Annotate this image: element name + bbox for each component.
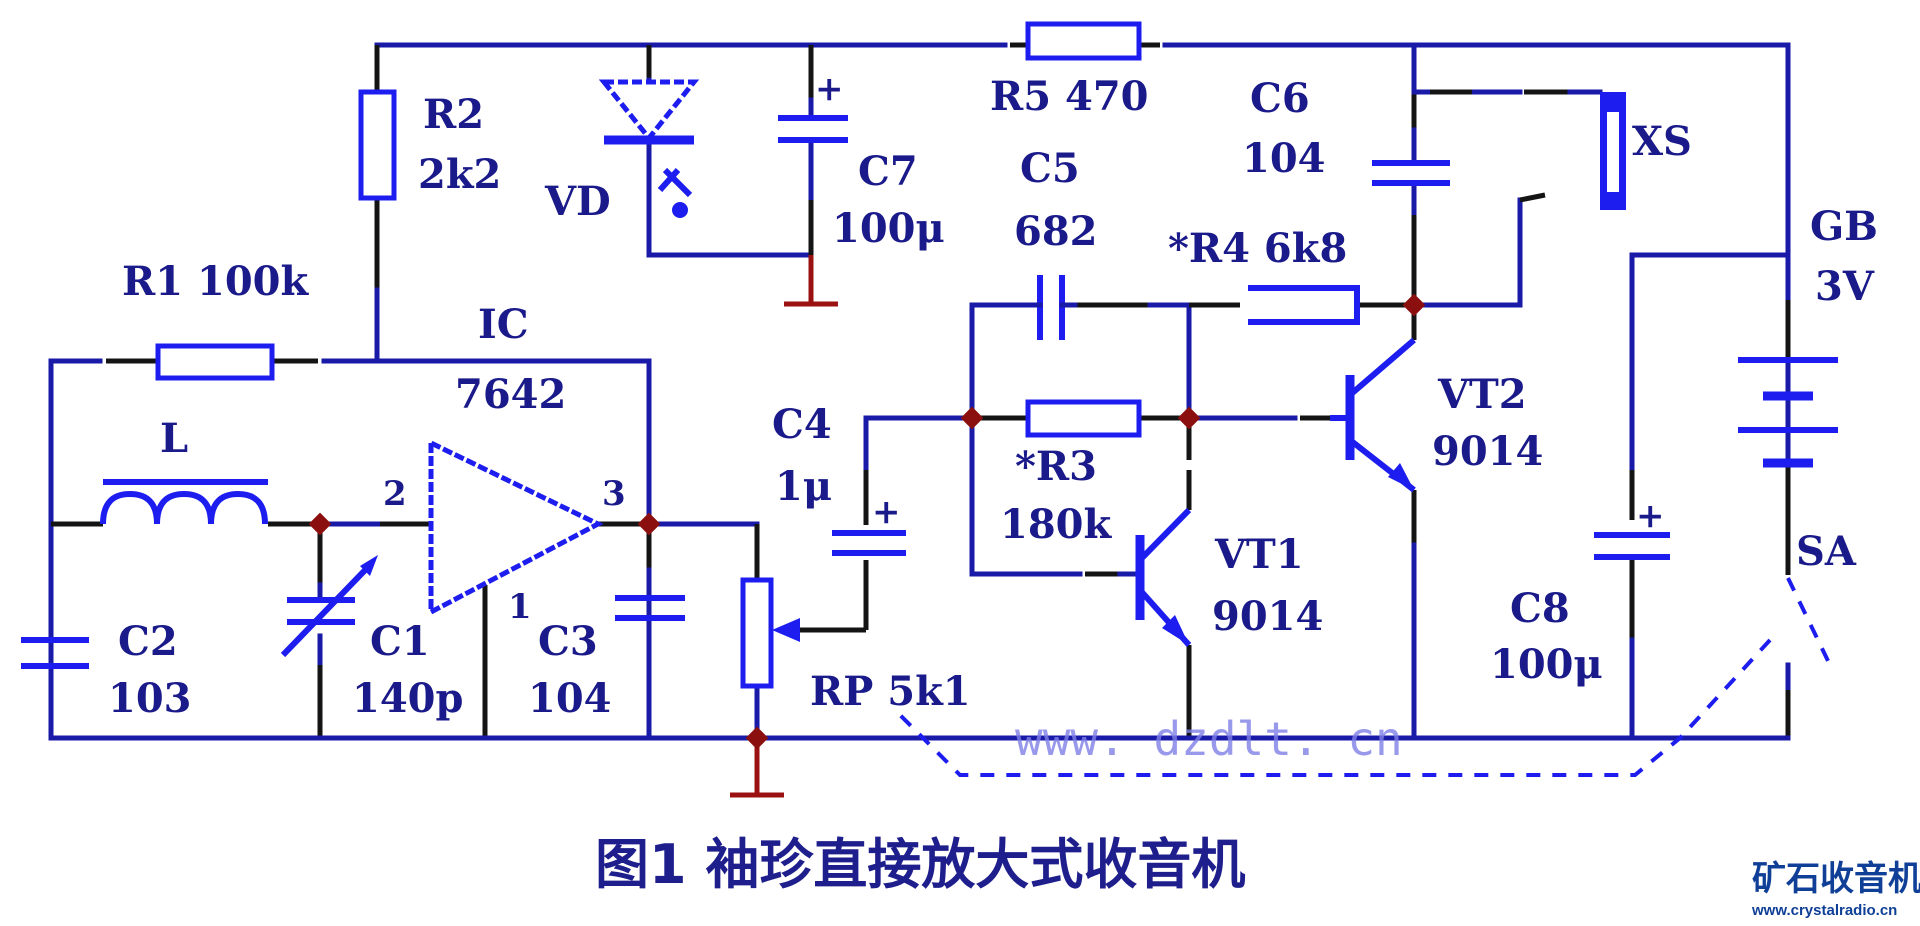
label-r5: R5 470: [990, 73, 1149, 120]
label-ic-value: 7642: [455, 371, 566, 418]
label-gb-value: 3V: [1815, 263, 1875, 310]
label-c6-value: 104: [1242, 135, 1326, 182]
led-vd: [598, 79, 700, 218]
label-c1-ref: C1: [370, 618, 430, 665]
label-r1: R1 100k: [122, 258, 309, 305]
label-sa: SA: [1796, 528, 1857, 575]
component-labels: R1 100k R2 2k2 VD C7 100μ R5 470 C5 682 …: [108, 73, 1878, 722]
site-logo: 矿石收音机 www.crystalradio.cn: [1751, 859, 1920, 919]
label-r2-value: 2k2: [418, 151, 501, 198]
resistor-r4: [1248, 285, 1360, 325]
capacitor-c6: [1372, 160, 1450, 186]
label-c6-ref: C6: [1250, 75, 1310, 122]
transistor-vt1: [1135, 507, 1192, 647]
label-ic-pin1: 1: [508, 587, 532, 627]
junction-nodes: [308, 293, 1426, 750]
label-vd: VD: [544, 178, 611, 225]
resistor-r1: [155, 343, 275, 381]
battery-gb: [1738, 357, 1838, 468]
label-l: L: [160, 415, 188, 462]
ic-amplifier-7642: [428, 439, 604, 617]
label-c7-ref: C7: [858, 148, 918, 195]
logo-title: 矿石收音机: [1752, 859, 1920, 899]
label-r3-value: 180k: [1000, 501, 1112, 548]
transistor-vt2: [1330, 337, 1416, 493]
label-vt1-value: 9014: [1212, 593, 1323, 640]
label-r4: *R4 6k8: [1168, 225, 1347, 272]
watermark-text: www. dzdlt. cn: [1015, 712, 1403, 766]
label-c8-ref: C8: [1510, 585, 1570, 632]
label-c2-value: 103: [108, 675, 192, 722]
resistor-r3: [1025, 399, 1142, 438]
logo-url: www.crystalradio.cn: [1751, 902, 1897, 919]
label-ic-pin2: 2: [383, 474, 407, 514]
capacitor-c5: [1027, 275, 1078, 340]
label-vt2-value: 9014: [1432, 428, 1543, 475]
potentiometer-rp: [740, 577, 800, 689]
junction-node: [1402, 293, 1426, 317]
label-c4-ref: C4: [772, 401, 832, 448]
label-c5-ref: C5: [1020, 145, 1080, 192]
variable-capacitor-c1: [280, 555, 378, 658]
label-c5-value: 682: [1014, 208, 1098, 255]
label-ic-ref: IC: [478, 301, 529, 348]
figure-caption: 图1 袖珍直接放大式收音机: [595, 833, 1245, 896]
resistor-r5: [1025, 21, 1142, 61]
label-c8-value: 100μ: [1490, 641, 1603, 688]
earphone-jack-xs: [1600, 92, 1626, 210]
label-r3-ref: *R3: [1015, 443, 1097, 490]
polarity-plus-icon: +: [815, 69, 844, 109]
label-c1-value: 140p: [352, 675, 463, 722]
capacitor-c8: +: [1594, 496, 1670, 560]
ground-icon: [784, 255, 838, 307]
polarity-plus-icon: +: [1636, 496, 1665, 536]
junction-node: [308, 512, 332, 536]
polarity-plus-icon: +: [872, 492, 901, 532]
label-gb-ref: GB: [1810, 203, 1878, 250]
label-vt2-ref: VT2: [1437, 371, 1527, 418]
label-rp: RP 5k1: [810, 668, 971, 715]
capacitor-c7: +: [778, 69, 848, 143]
label-r2-ref: R2: [423, 91, 484, 138]
label-c2-ref: C2: [118, 618, 178, 665]
switch-sa: [898, 577, 1832, 777]
label-xs: XS: [1632, 118, 1692, 165]
label-c3-value: 104: [528, 675, 612, 722]
resistor-r2: [358, 89, 397, 201]
wires: [48, 42, 1791, 741]
capacitor-c3: [615, 595, 685, 621]
label-c3-ref: C3: [538, 618, 598, 665]
label-ic-pin3: 3: [602, 474, 626, 514]
label-vt1-ref: VT1: [1214, 531, 1304, 578]
inductor-l: [100, 479, 268, 525]
capacitor-c4: +: [832, 492, 906, 556]
junction-node: [960, 406, 984, 430]
junction-node: [1177, 406, 1201, 430]
capacitor-c2: [21, 607, 89, 669]
label-c4-value: 1μ: [775, 463, 832, 510]
junction-node: [745, 726, 769, 750]
label-c7-value: 100μ: [832, 205, 945, 252]
junction-node: [637, 512, 661, 536]
